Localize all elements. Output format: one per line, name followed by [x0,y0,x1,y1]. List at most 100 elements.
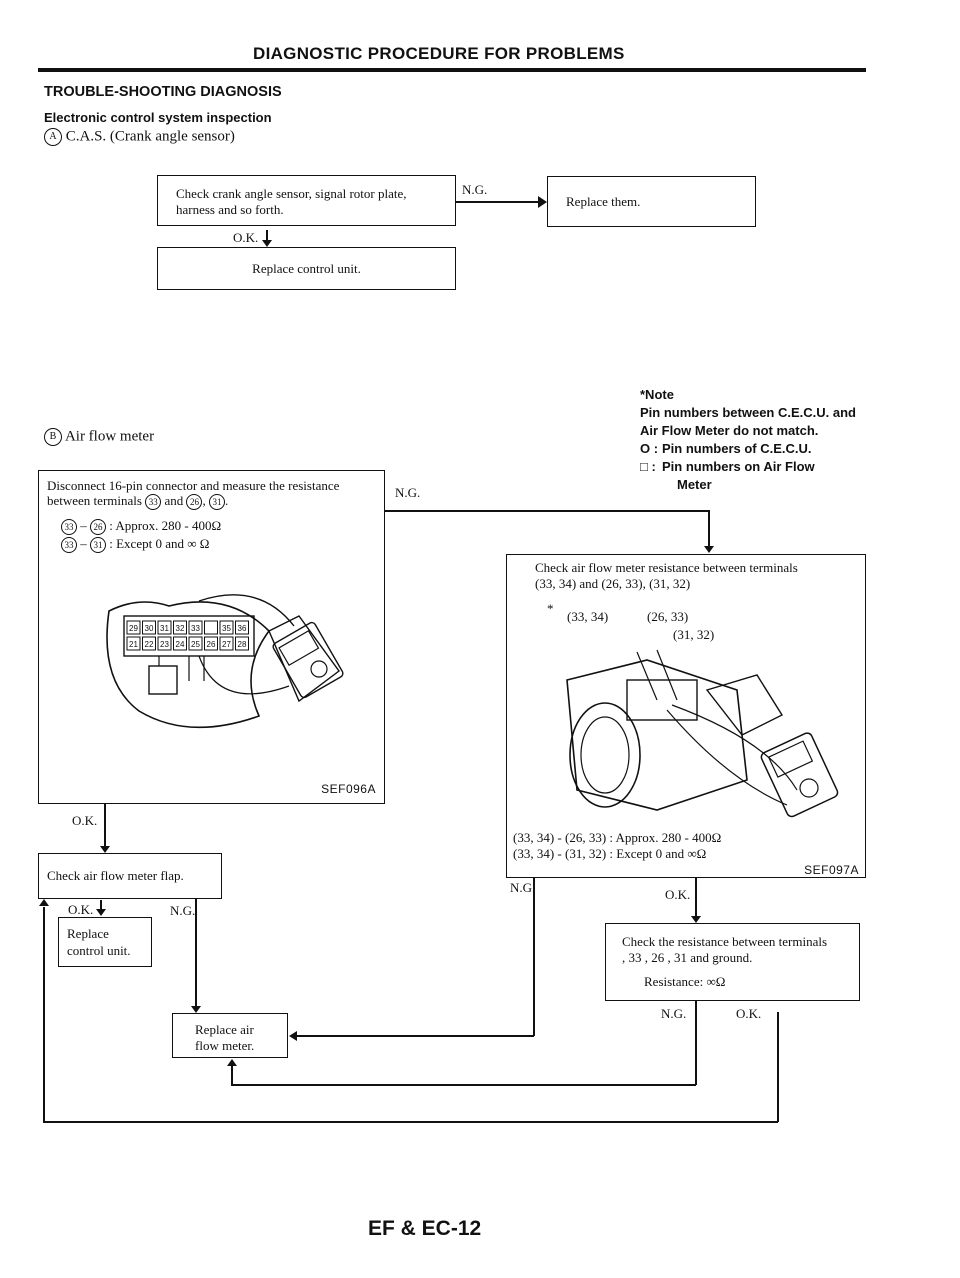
check-flap-text: Check air flow meter flap. [47,868,184,883]
connector-pin [204,620,218,635]
connector-pin [142,636,156,651]
arrow-left-icon [289,1031,297,1041]
ok-return-vline [231,1066,233,1085]
connector-pin-label: 31 [160,624,169,633]
connector-pin [219,636,234,651]
terminal-26-icon: 26 [90,519,106,536]
ng-vline [533,877,535,1036]
legend-circle-text: Pin numbers of C.E.C.U. [662,441,812,456]
flap-ng-vline [195,899,197,1009]
connector-pin [188,620,203,635]
disconnect-line2: between terminals 33 and 26, 31. [47,493,228,511]
cas-ng-line [456,201,538,203]
replace-them-box: Replace them. [547,176,756,227]
connector-pin [173,636,187,651]
arrow-down-icon [704,546,714,553]
connector-pin [157,636,172,651]
cas-heading: A C.A.S. (Crank angle sensor) [44,128,235,146]
fig2-ok-label: O.K. [665,887,691,902]
terminal-26-icon: 26 [186,494,203,511]
multimeter-icon [760,732,839,818]
marker-b-icon: B [44,428,62,446]
ground-check-line2: , 33 , 26 , 31 and ground. [622,950,753,965]
multimeter-icon [272,621,344,699]
afm-title: Air flow meter [64,428,155,445]
connector-pin-label: 21 [129,640,138,649]
terminal-31-icon: 31 [90,537,106,554]
disconnect-box: Disconnect 16-pin connector and measure … [38,470,385,804]
connector-pin [219,620,234,635]
circle-symbol: O : [640,441,659,456]
connector-pin [188,636,203,651]
ground-ng-label: N.G. [661,1006,687,1021]
afm-ng-vline [708,510,710,548]
replace-control-line1: Replace [67,926,109,941]
connector-pin-label: 35 [222,624,231,633]
loop-right-vline [777,1012,779,1122]
flap-ng-label: N.G. [170,903,196,918]
loop-left-vline [43,907,45,1122]
note-title: *Note [640,387,674,402]
fig2-label-b: (26, 33) [647,609,689,624]
spec1-value: : Approx. 280 - 400Ω [109,518,222,533]
afm-ng-right-label: N.G. [395,485,421,500]
ground-ok-label: O.K. [736,1006,762,1021]
connector-pin [126,620,141,635]
arrow-down-icon [96,909,106,916]
connector-pin-label: 29 [129,624,138,633]
arrow-down-icon [262,240,272,247]
fig2-label-a: (33, 34) [567,609,609,624]
note-line1: Pin numbers between C.E.C.U. and [640,405,856,420]
cas-replace-control-text: Replace control unit. [252,261,361,276]
right-check-line1: Check air flow meter resistance between … [535,560,798,575]
fig1-code: SEF096A [321,782,376,796]
fig2-ng-label: N.G. [510,880,536,895]
connector-pin [235,636,249,651]
connector-pin-label: 25 [191,640,200,649]
arrow-down-icon [191,1006,201,1013]
disconnect-line1: Disconnect 16-pin connector and measure … [47,478,340,493]
header-rule [38,68,866,72]
connector-pin-label: 27 [222,640,231,649]
connector-pin-label: 23 [160,640,169,649]
spec-line-1: 33 – 26 : Approx. 280 - 400Ω [61,518,222,536]
cas-check-text: Check crank angle sensor, signal rotor p… [176,186,407,217]
fig2-label-c: (31, 32) [673,627,715,642]
fig2-spec2: (33, 34) - (31, 32) : Except 0 and ∞Ω [513,846,707,861]
ok-return-vline-right [695,1012,697,1085]
cas-ng-label: N.G. [462,182,488,197]
connector-pin-label: 24 [176,640,185,649]
replace-control-line2: control unit. [67,943,131,958]
connector-pin-label: 22 [145,640,154,649]
replace-afm-line1: Replace air [195,1022,254,1037]
subsection-title: Electronic control system inspection [44,110,272,125]
connector-pin-label: 28 [238,640,247,649]
section-title: TROUBLE-SHOOTING DIAGNOSIS [44,84,282,100]
cas-ok-label: O.K. [233,230,259,245]
ground-check-box: Check the resistance between terminals ,… [605,923,860,1001]
check-flap-box: Check air flow meter flap. [38,853,222,899]
fig2-ok-vline [695,878,697,918]
loop-bottom-hline [43,1121,778,1123]
connector-pin-label: 26 [207,640,216,649]
terminal-33-icon: 33 [145,494,162,511]
replace-afm-line2: flow meter. [195,1038,255,1053]
arrow-down-icon [691,916,701,923]
connector-pin [142,620,156,635]
note-block: *Note Pin numbers between C.E.C.U. and A… [640,386,856,494]
and-text: and [164,493,184,508]
connector-pin-label: 36 [238,624,247,633]
afm-illustration [566,649,839,818]
flap-ok-label: O.K. [68,902,94,917]
replace-afm-box: Replace air flow meter. [172,1013,288,1058]
spec2-value: : Except 0 and ∞ Ω [109,536,210,551]
replace-them-text: Replace them. [566,194,641,209]
fig2-code: SEF097A [804,863,859,877]
connector-pin-label: 30 [145,624,154,633]
legend-square-text: Pin numbers on Air Flow [662,459,815,474]
between-text: between terminals [47,493,142,508]
arrow-down-icon [100,900,102,912]
afm-ok-vline [104,804,106,850]
ground-resistance: Resistance: ∞Ω [644,974,726,989]
